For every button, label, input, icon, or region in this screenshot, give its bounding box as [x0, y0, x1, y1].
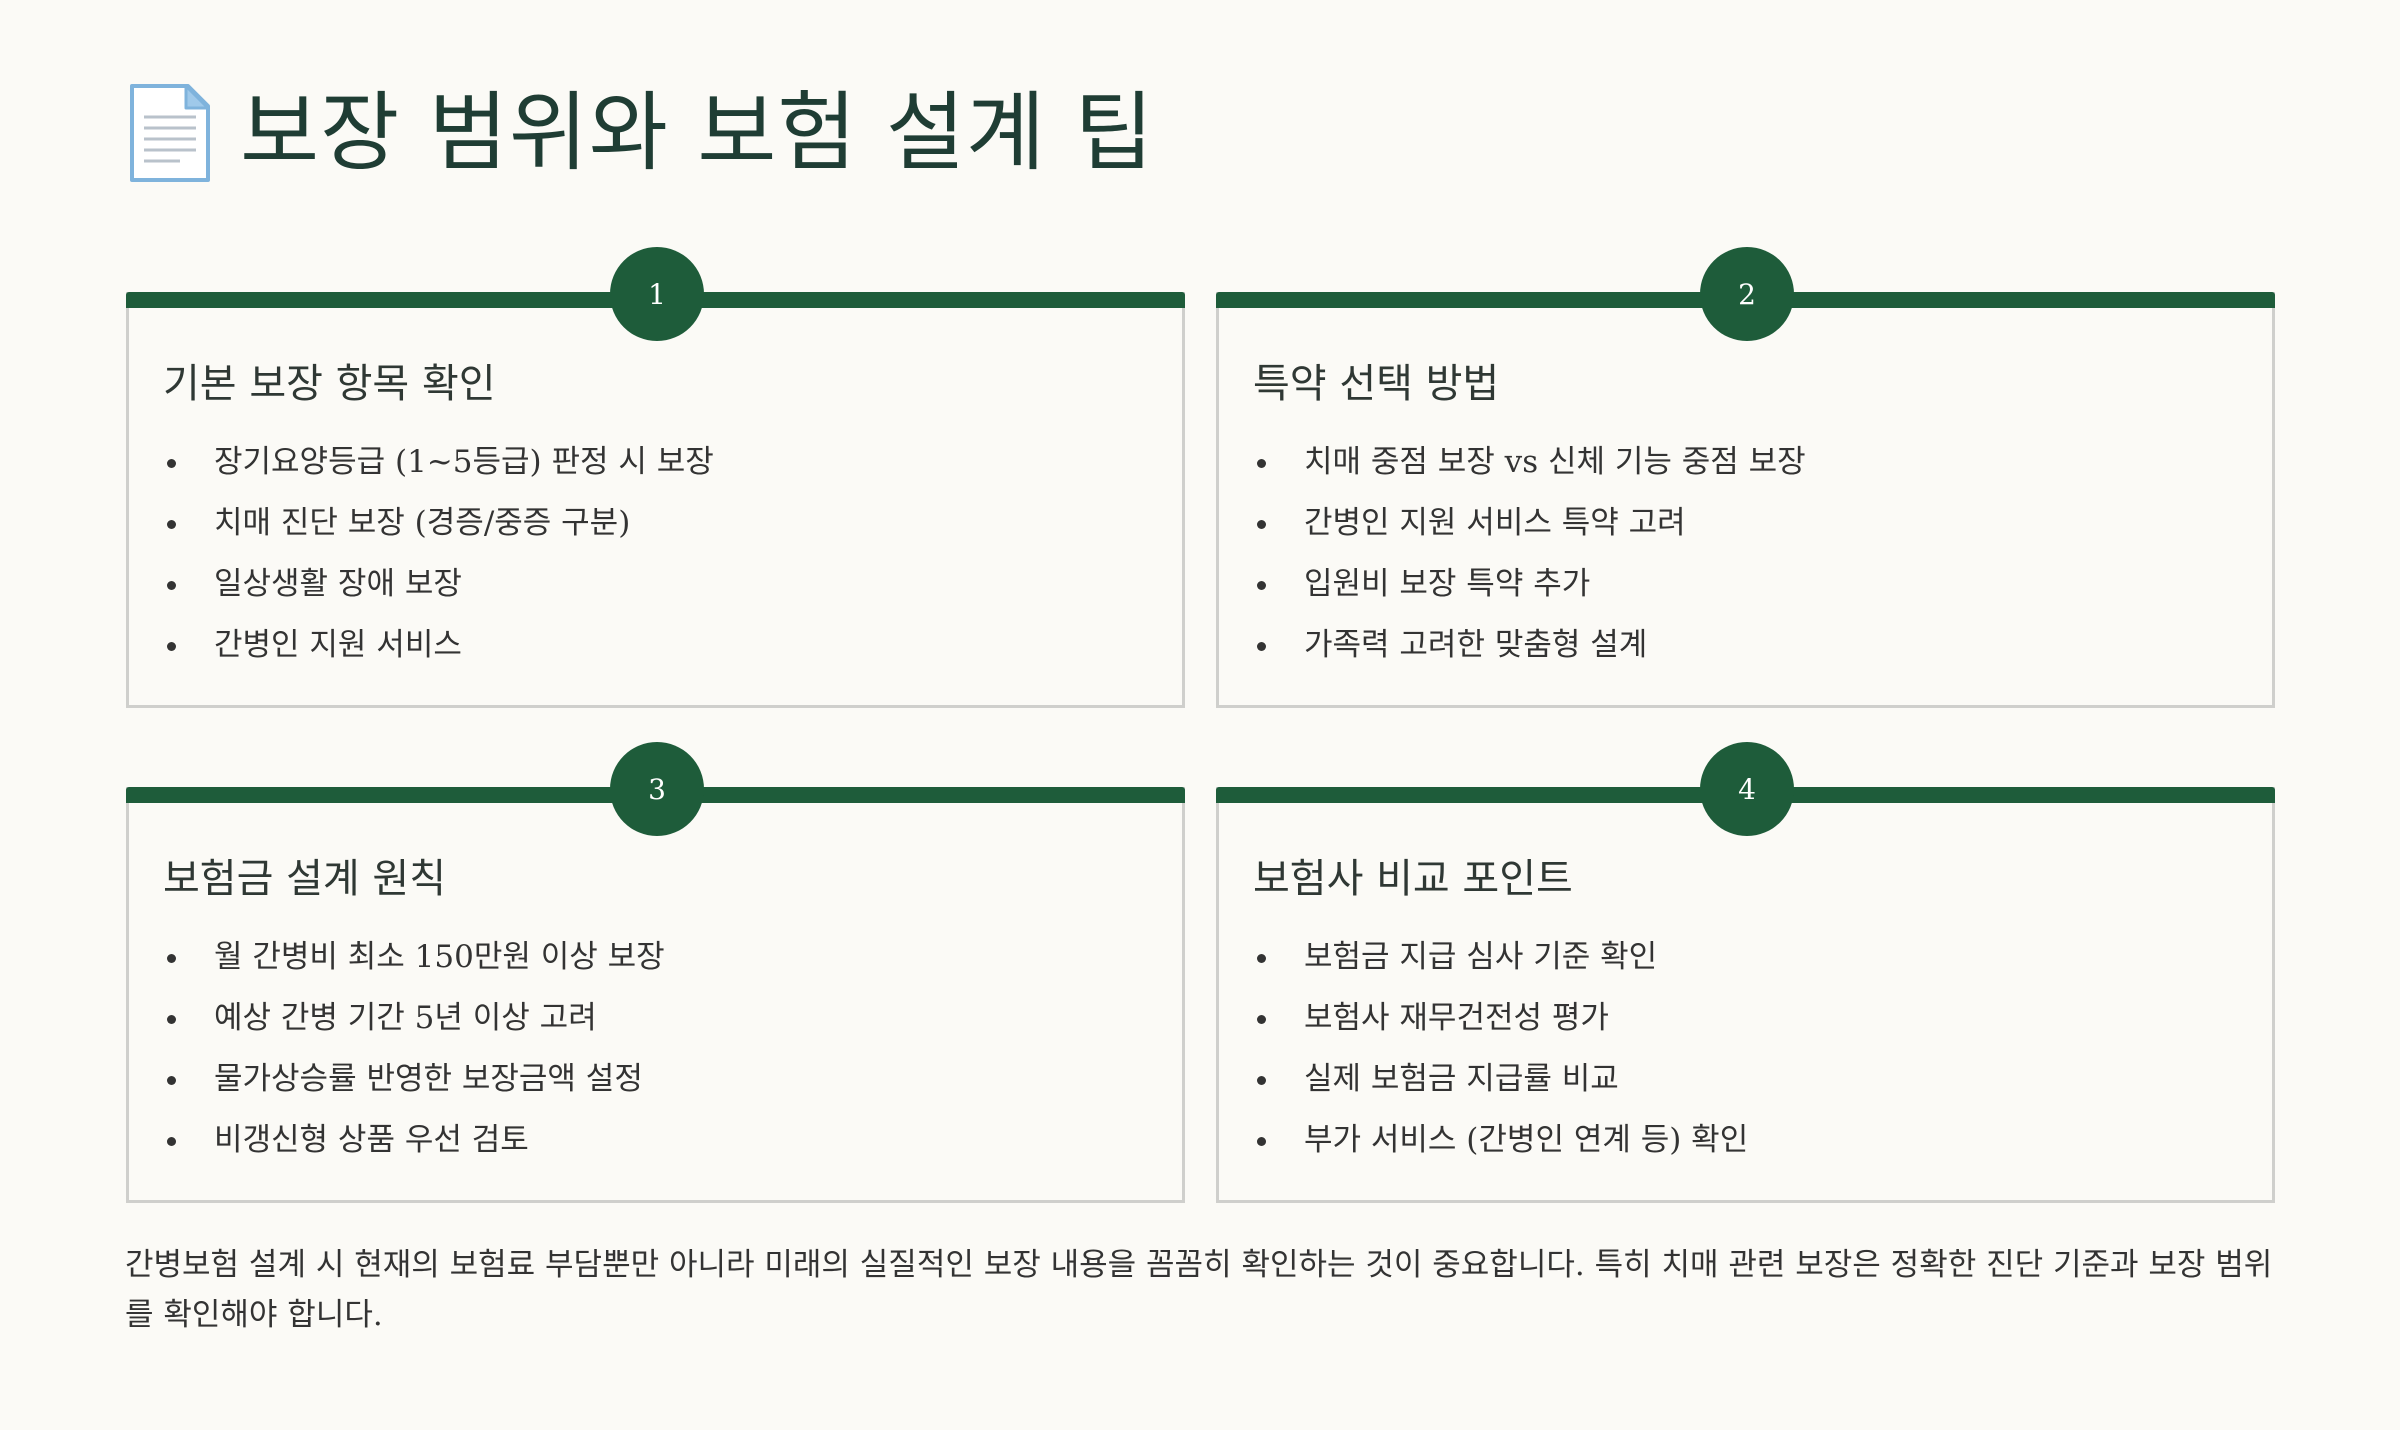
card-list: 치매 중점 보장 vs 신체 기능 중점 보장 간병인 지원 서비스 특약 고려… — [1253, 432, 1806, 676]
list-item-text: 실제 보험금 지급률 비교 — [1304, 1061, 1619, 1097]
list-item: 치매 중점 보장 vs 신체 기능 중점 보장 — [1253, 432, 1806, 493]
card-insurer-comparison: 4 보험사 비교 포인트 보험금 지급 심사 기준 확인 보험사 재무건전성 평… — [1216, 742, 2275, 1203]
bullet-icon — [167, 581, 176, 590]
document-icon — [130, 84, 210, 182]
list-item-text: 물가상승률 반영한 보장금액 설정 — [214, 1061, 643, 1097]
bullet-icon — [1257, 1015, 1266, 1024]
list-item-text: 일상생활 장애 보장 — [214, 566, 462, 602]
page-title: 보장 범위와 보험 설계 팁 — [240, 83, 1155, 183]
bullet-icon — [167, 1076, 176, 1085]
bullet-icon — [167, 520, 176, 529]
list-item: 비갱신형 상품 우선 검토 — [163, 1110, 665, 1171]
card-list: 월 간병비 최소 150만원 이상 보장 예상 간병 기간 5년 이상 고려 물… — [163, 927, 665, 1171]
list-item: 보험금 지급 심사 기준 확인 — [1253, 927, 1748, 988]
card-number-badge: 4 — [1700, 742, 1794, 836]
bullet-icon — [1257, 520, 1266, 529]
bullet-icon — [1257, 459, 1266, 468]
bullet-icon — [167, 1015, 176, 1024]
card-title: 보험사 비교 포인트 — [1253, 856, 1573, 902]
list-item: 입원비 보장 특약 추가 — [1253, 554, 1806, 615]
card-number-badge: 2 — [1700, 247, 1794, 341]
card-list: 보험금 지급 심사 기준 확인 보험사 재무건전성 평가 실제 보험금 지급률 … — [1253, 927, 1748, 1171]
list-item: 치매 진단 보장 (경증/중증 구분) — [163, 493, 714, 554]
list-item: 월 간병비 최소 150만원 이상 보장 — [163, 927, 665, 988]
bullet-icon — [167, 459, 176, 468]
list-item-text: 부가 서비스 (간병인 연계 등) 확인 — [1304, 1122, 1749, 1158]
list-item: 예상 간병 기간 5년 이상 고려 — [163, 988, 665, 1049]
card-rider-selection: 2 특약 선택 방법 치매 중점 보장 vs 신체 기능 중점 보장 간병인 지… — [1216, 247, 2275, 708]
card-basic-coverage: 1 기본 보장 항목 확인 장기요양등급 (1~5등급) 판정 시 보장 치매 … — [126, 247, 1185, 708]
bullet-icon — [167, 954, 176, 963]
list-item-text: 장기요양등급 (1~5등급) 판정 시 보장 — [214, 444, 714, 480]
list-item-text: 보험사 재무건전성 평가 — [1304, 1000, 1609, 1036]
card-number-badge: 3 — [610, 742, 704, 836]
bullet-icon — [167, 1137, 176, 1146]
list-item: 간병인 지원 서비스 — [163, 615, 714, 676]
list-item-text: 간병인 지원 서비스 — [214, 627, 462, 663]
bullet-icon — [1257, 642, 1266, 651]
list-item-text: 치매 중점 보장 vs 신체 기능 중점 보장 — [1304, 444, 1806, 480]
card-benefit-design: 3 보험금 설계 원칙 월 간병비 최소 150만원 이상 보장 예상 간병 기… — [126, 742, 1185, 1203]
card-list: 장기요양등급 (1~5등급) 판정 시 보장 치매 진단 보장 (경증/중증 구… — [163, 432, 714, 676]
list-item-text: 월 간병비 최소 150만원 이상 보장 — [214, 939, 665, 975]
list-item-text: 치매 진단 보장 (경증/중증 구분) — [214, 505, 631, 541]
card-title: 기본 보장 항목 확인 — [163, 361, 496, 407]
list-item: 가족력 고려한 맞춤형 설계 — [1253, 615, 1806, 676]
card-title: 특약 선택 방법 — [1253, 361, 1500, 407]
list-item: 물가상승률 반영한 보장금액 설정 — [163, 1049, 665, 1110]
list-item-text: 입원비 보장 특약 추가 — [1304, 566, 1591, 602]
bullet-icon — [1257, 954, 1266, 963]
footer-note: 간병보험 설계 시 현재의 보험료 부담뿐만 아니라 미래의 실질적인 보장 내… — [125, 1247, 2273, 1333]
card-number-badge: 1 — [610, 247, 704, 341]
bullet-icon — [1257, 581, 1266, 590]
list-item: 간병인 지원 서비스 특약 고려 — [1253, 493, 1806, 554]
list-item-text: 가족력 고려한 맞춤형 설계 — [1304, 627, 1648, 663]
bullet-icon — [1257, 1076, 1266, 1085]
bullet-icon — [1257, 1137, 1266, 1146]
list-item-text: 간병인 지원 서비스 특약 고려 — [1304, 505, 1686, 541]
list-item-text: 보험금 지급 심사 기준 확인 — [1304, 939, 1658, 975]
card-title: 보험금 설계 원칙 — [163, 856, 447, 902]
page-header: 보장 범위와 보험 설계 팁 — [128, 78, 1155, 188]
list-item: 부가 서비스 (간병인 연계 등) 확인 — [1253, 1110, 1748, 1171]
list-item: 장기요양등급 (1~5등급) 판정 시 보장 — [163, 432, 714, 493]
list-item-text: 예상 간병 기간 5년 이상 고려 — [214, 1000, 597, 1036]
list-item-text: 비갱신형 상품 우선 검토 — [214, 1122, 529, 1158]
list-item: 일상생활 장애 보장 — [163, 554, 714, 615]
list-item: 보험사 재무건전성 평가 — [1253, 988, 1748, 1049]
bullet-icon — [167, 642, 176, 651]
list-item: 실제 보험금 지급률 비교 — [1253, 1049, 1748, 1110]
